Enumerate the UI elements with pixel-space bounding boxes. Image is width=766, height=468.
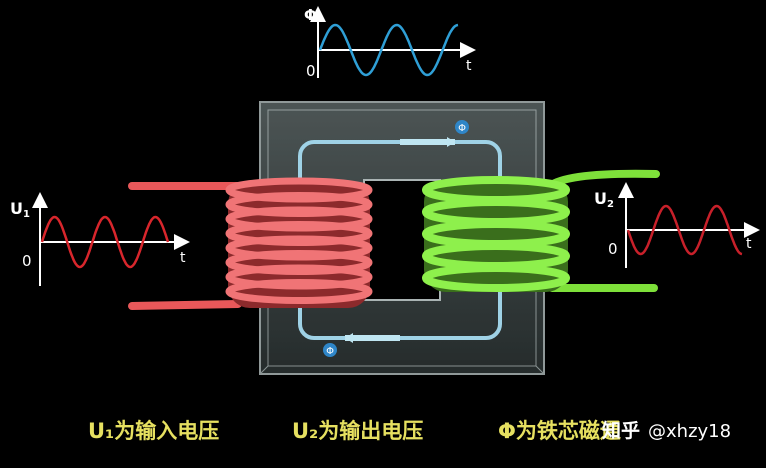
u1-origin-label: 0 [22, 252, 32, 270]
flux-axis-label: Φ [304, 6, 317, 24]
u2-axis-label: U2 [594, 189, 614, 210]
flux-marker-bottom: Φ [323, 343, 337, 357]
svg-text:Φ: Φ [326, 346, 334, 357]
coil-turn [422, 264, 570, 292]
u1-wave-plot: U1 0 t [10, 192, 190, 286]
u2-time-label: t [746, 236, 752, 252]
u1-axis-label: U1 [10, 199, 30, 220]
flux-origin-label: 0 [306, 62, 316, 80]
coil-turn [225, 279, 373, 304]
caption-u1-input-voltage: U₁为输入电压 [88, 419, 220, 443]
secondary-coil [422, 169, 660, 292]
u2-origin-label: 0 [608, 240, 618, 258]
watermark-handle: @xhzy18 [648, 421, 732, 442]
u2-wave-plot: U2 0 t [594, 182, 760, 268]
watermark: 知乎 @xhzy18 [602, 416, 731, 446]
caption-phi-core-flux: Φ为铁芯磁通 [498, 419, 621, 443]
flux-wave [318, 23, 459, 77]
zhihu-logo: 知乎 [602, 420, 641, 442]
u2-wave [626, 204, 743, 256]
primary-coil [128, 177, 373, 310]
u1-time-label: t [180, 250, 186, 266]
caption-u2-output-voltage: U₂为输出电压 [292, 419, 424, 443]
flux-time-label: t [466, 58, 472, 74]
u1-wave [40, 215, 170, 269]
flux-wave-plot: Φ 0 t [304, 6, 476, 80]
svg-text:Φ: Φ [458, 123, 466, 134]
flux-marker-top: Φ [455, 120, 469, 134]
